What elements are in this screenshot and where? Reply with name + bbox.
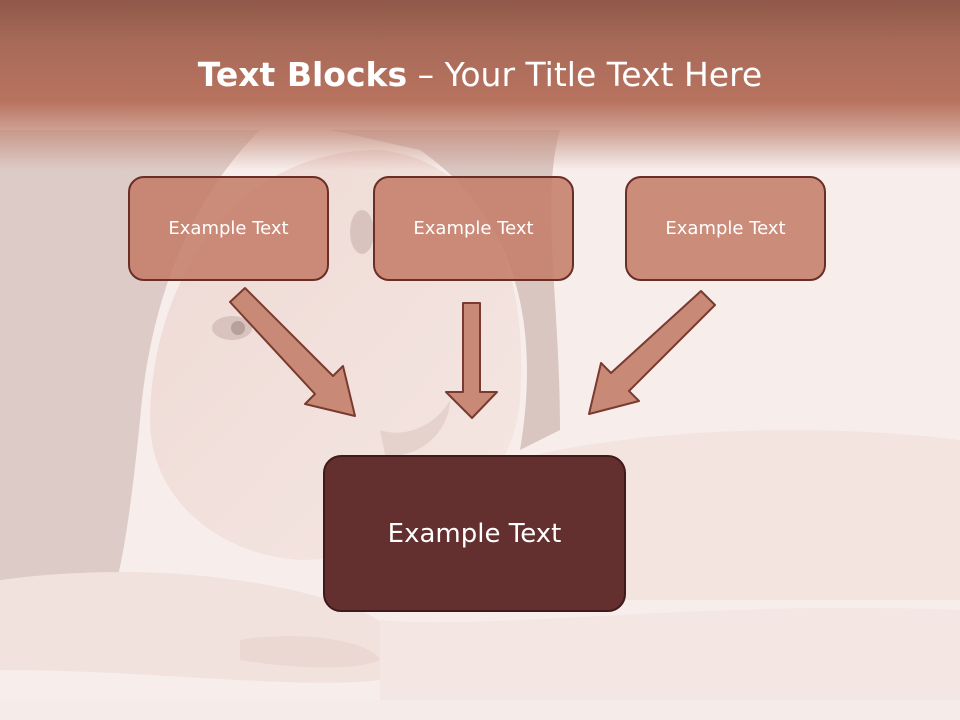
slide-title: Text Blocks – Your Title Text Here [0, 52, 960, 98]
title-rest: – Your Title Text Here [407, 55, 763, 94]
arrow-down-left-icon [588, 290, 716, 415]
title-bold: Text Blocks [197, 55, 408, 94]
text-block-center[interactable]: Example Text [373, 176, 574, 281]
text-block-label: Example Text [665, 218, 786, 239]
text-block-main-label: Example Text [387, 518, 562, 549]
text-block-main[interactable]: Example Text [323, 455, 626, 612]
text-block-right[interactable]: Example Text [625, 176, 826, 281]
header-band [0, 0, 960, 170]
text-block-label: Example Text [413, 218, 534, 239]
arrow-down-right-icon [229, 287, 356, 417]
text-block-label: Example Text [168, 218, 289, 239]
text-block-left[interactable]: Example Text [128, 176, 329, 281]
arrow-down-icon [445, 302, 498, 419]
